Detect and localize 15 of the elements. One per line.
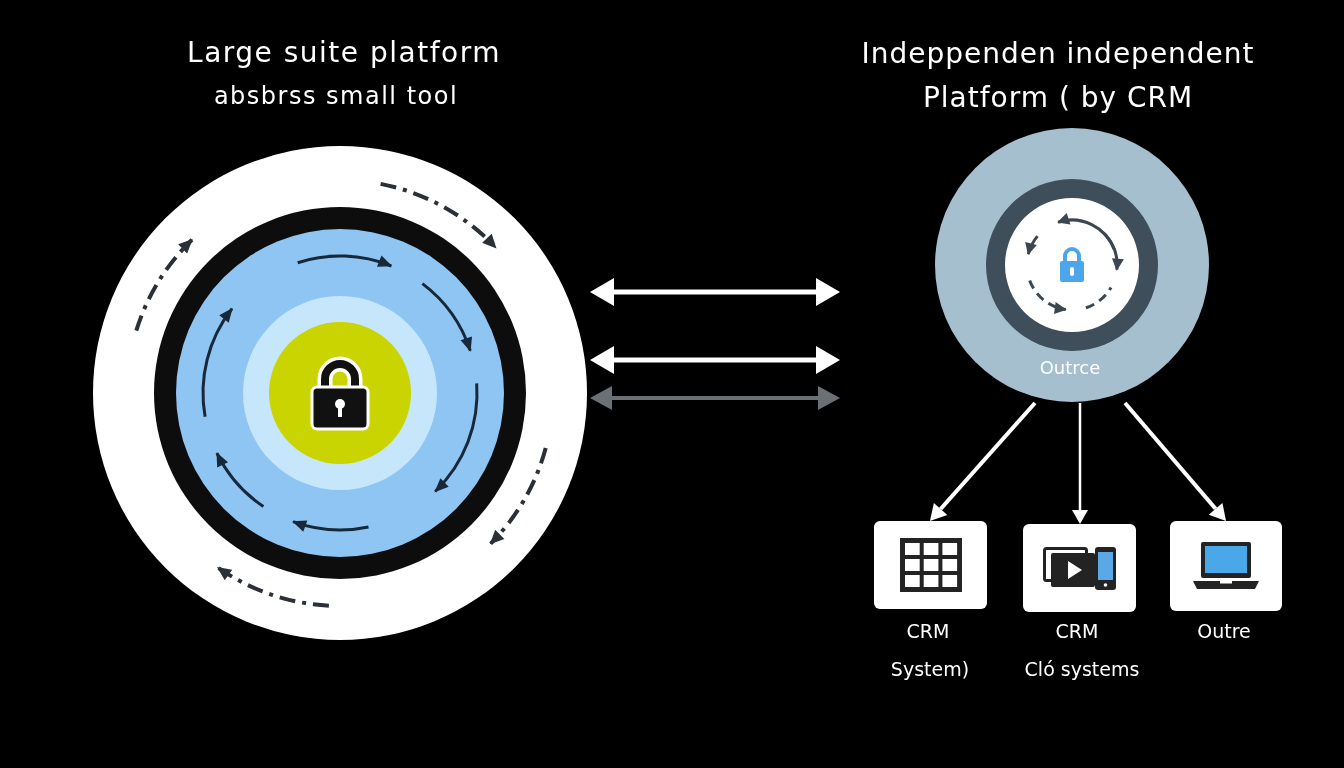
- double-arrow: [590, 386, 840, 410]
- node-label: System): [890, 658, 970, 681]
- arrow: [1072, 403, 1088, 524]
- heading: Indeppenden independent Platform ( by CRM: [860, 36, 1256, 116]
- arrow: [929, 401, 1037, 521]
- node-label: CRM: [906, 620, 950, 643]
- node-label: Cló systems: [1024, 658, 1140, 681]
- subheading: absbrss small tool: [213, 82, 459, 111]
- node-label: CRM: [1055, 620, 1099, 643]
- arrow: [1123, 401, 1226, 521]
- double-arrow: [590, 346, 840, 374]
- circle-label: Outrce: [1039, 357, 1101, 379]
- heading: Large suite platform: [187, 36, 501, 70]
- node-label: Outre: [1197, 620, 1251, 643]
- double-arrow: [590, 278, 840, 306]
